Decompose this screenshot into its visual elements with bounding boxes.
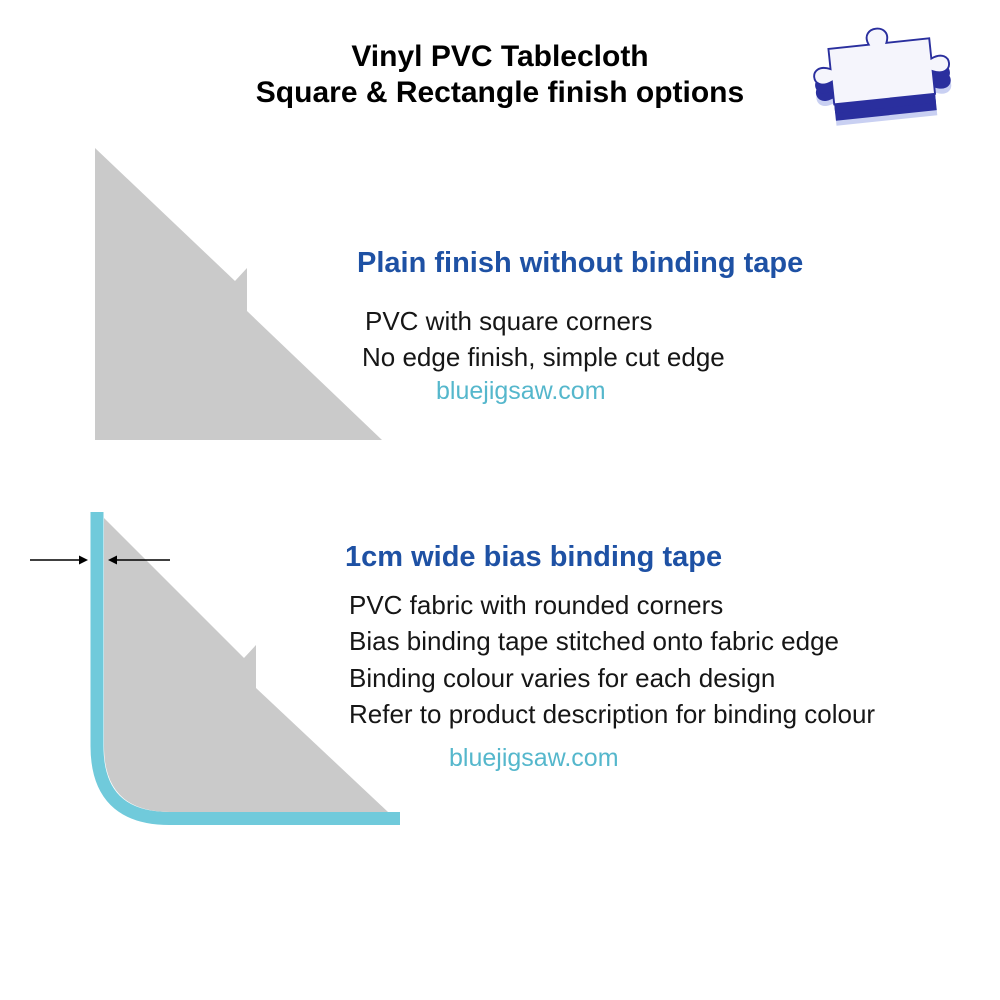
section2-website-text: bluejigsaw.com bbox=[449, 744, 619, 772]
binding-tape bbox=[90, 512, 400, 825]
tape-width-arrows bbox=[30, 555, 170, 565]
section2-heading: 1cm wide bias binding tape bbox=[345, 541, 723, 573]
section2-line2: Bias binding tape stitched onto fabric e… bbox=[349, 626, 840, 656]
section2-line3: Binding colour varies for each design bbox=[349, 663, 776, 693]
page-title-line2: Square & Rectangle finish options bbox=[255, 76, 745, 109]
section1-heading: Plain finish without binding tape bbox=[357, 247, 804, 279]
plain-fabric-corner-shape bbox=[95, 148, 382, 440]
bound-fabric-corner-shape bbox=[104, 518, 388, 812]
section2-line1: PVC fabric with rounded corners bbox=[349, 590, 724, 620]
section1-line2: No edge finish, simple cut edge bbox=[362, 342, 725, 372]
jigsaw-logo-icon bbox=[813, 27, 952, 126]
section1-line1: PVC with square corners bbox=[365, 306, 653, 336]
page-title-line1: Vinyl PVC Tablecloth bbox=[351, 40, 649, 73]
section2-line4: Refer to product description for binding… bbox=[349, 699, 876, 729]
section1-website-text: bluejigsaw.com bbox=[436, 377, 606, 405]
